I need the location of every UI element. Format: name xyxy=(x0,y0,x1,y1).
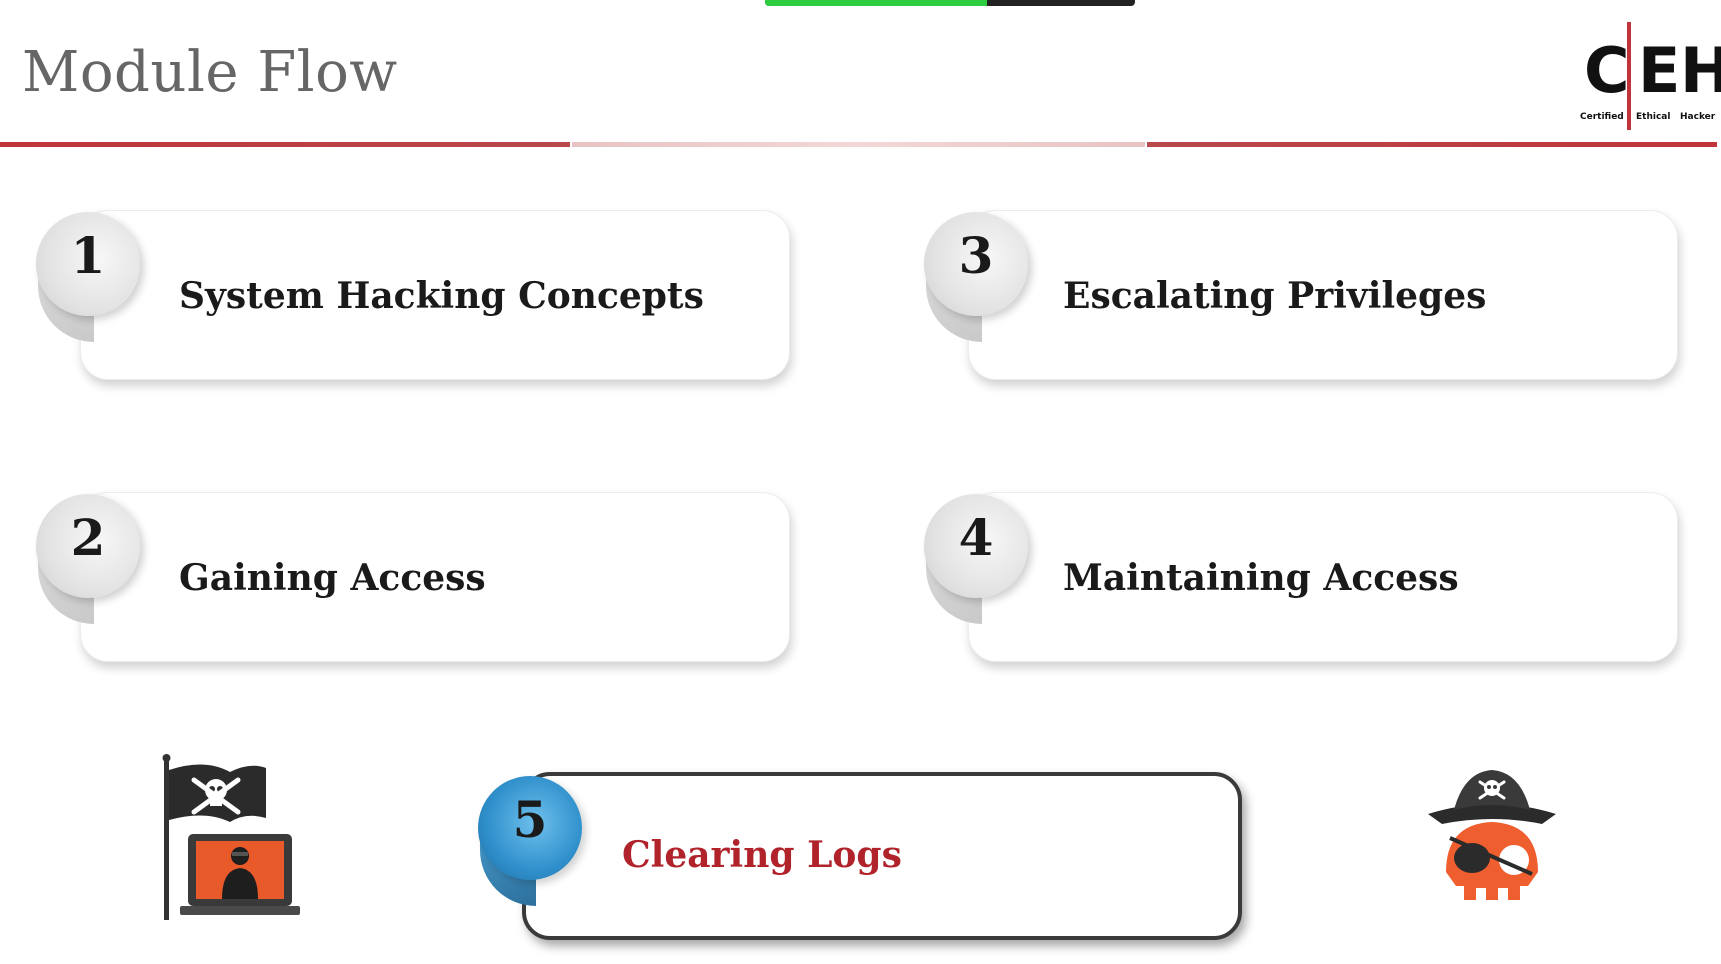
logo-subtitle-certified: Certified xyxy=(1580,112,1624,122)
module-number-2: 2 xyxy=(70,508,106,567)
hacker-laptop-pirate-flag-icon xyxy=(150,752,300,922)
module-card-3[interactable]: Escalating Privileges xyxy=(968,210,1678,380)
module-number-4: 4 xyxy=(958,508,994,567)
logo-divider xyxy=(1627,22,1631,130)
module-badge-3: 3 xyxy=(924,212,1030,342)
header-rule-right xyxy=(1147,142,1717,147)
module-badge-2: 2 xyxy=(36,494,142,624)
module-card-5[interactable]: Clearing Logs xyxy=(522,772,1242,940)
module-badge-4: 4 xyxy=(924,494,1030,624)
module-card-2[interactable]: Gaining Access xyxy=(80,492,790,662)
module-label-2: Gaining Access xyxy=(179,557,486,599)
logo-subtitle-hacker: Hacker xyxy=(1680,112,1716,122)
module-badge-1: 1 xyxy=(36,212,142,342)
page-title: Module Flow xyxy=(22,40,398,105)
progress-bar xyxy=(765,0,1135,6)
module-number-5: 5 xyxy=(512,790,548,849)
module-label-5: Clearing Logs xyxy=(622,834,902,876)
logo-subtitle-ethical: Ethical xyxy=(1636,112,1671,122)
progress-fill xyxy=(765,0,987,6)
logo-letter-e: E xyxy=(1638,34,1681,107)
module-number-1: 1 xyxy=(70,226,106,285)
module-label-1: System Hacking Concepts xyxy=(179,275,704,317)
header-rule-left xyxy=(0,142,570,147)
module-label-3: Escalating Privileges xyxy=(1063,275,1487,317)
module-number-3: 3 xyxy=(958,226,994,285)
ceh-logo: C E H Certified Ethical Hacker xyxy=(1580,22,1721,132)
logo-letter-c: C xyxy=(1584,34,1630,107)
logo-letter-h: H xyxy=(1680,34,1721,107)
module-label-4: Maintaining Access xyxy=(1063,557,1459,599)
module-badge-5: 5 xyxy=(478,776,584,906)
header-rule-middle xyxy=(572,142,1145,147)
module-card-4[interactable]: Maintaining Access xyxy=(968,492,1678,662)
module-card-1[interactable]: System Hacking Concepts xyxy=(80,210,790,380)
pirate-skull-icon xyxy=(1424,766,1560,906)
